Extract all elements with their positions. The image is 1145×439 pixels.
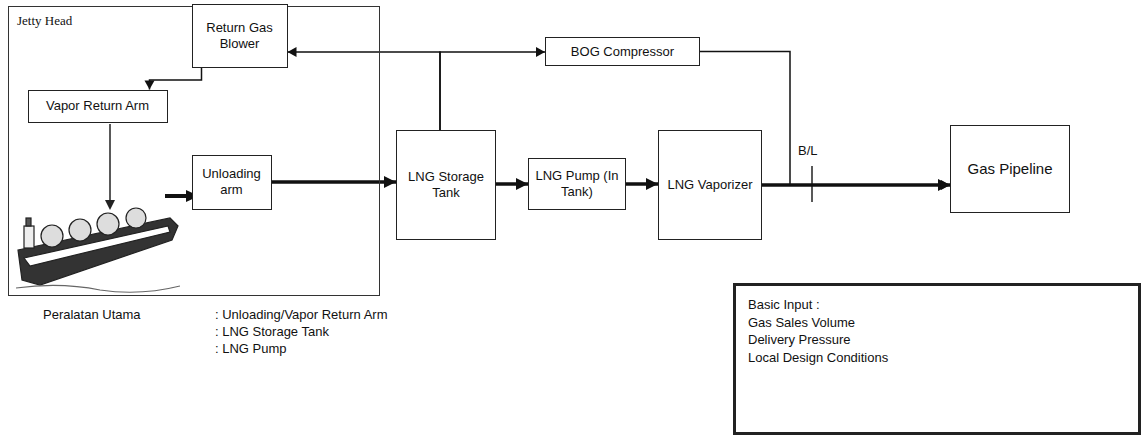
node-title: LNG Storage Tank — [403, 169, 489, 200]
flow-connector — [288, 47, 441, 130]
flow-connector — [272, 176, 397, 188]
process-box: Return Gas Blower — [192, 4, 288, 68]
lng-carrier — [16, 208, 180, 292]
flow-connector — [440, 47, 545, 130]
process-box: LNG Vaporizer — [658, 130, 762, 240]
battery-limit-label: B/L — [798, 143, 818, 158]
node-text: Gas Sales Volume — [748, 314, 855, 332]
connector-line — [288, 52, 441, 130]
node-title: LNG Pump (In Tank) — [535, 168, 619, 199]
jetty-region: Jetty Head Return Gas BlowerVapor Return … — [8, 6, 380, 296]
arrow-head — [536, 47, 545, 57]
flow-connector — [626, 178, 658, 190]
input-box: Basic Input :Gas Sales VolumeDelivery Pr… — [733, 283, 1141, 435]
node-title: Gas Pipeline — [967, 160, 1052, 178]
note-item: : LNG Storage Tank — [215, 324, 329, 339]
arrow-head — [516, 178, 528, 190]
arrow-head — [646, 178, 658, 190]
process-box: Unloading arm — [192, 155, 272, 210]
flow-connector — [145, 68, 202, 90]
storage-box: LNG Storage Tank — [396, 130, 496, 240]
pipeline-box: Gas Pipeline — [950, 125, 1070, 213]
arrow-head — [288, 47, 297, 57]
connector-line — [440, 52, 545, 130]
node-title: LNG Vaporizer — [667, 177, 752, 193]
node-title: Return Gas Blower — [199, 20, 281, 51]
node-title: BOG Compressor — [571, 44, 674, 60]
arrow-head — [145, 81, 155, 90]
node-title: Basic Input : — [748, 296, 820, 314]
arrow-head — [384, 176, 396, 188]
note-heading: Peralatan Utama — [43, 307, 141, 322]
vapor-return-line — [105, 124, 115, 210]
process-box: BOG Compressor — [545, 37, 700, 66]
arrow-head — [941, 180, 950, 190]
process-box: Vapor Return Arm — [28, 90, 168, 123]
node-text: Local Design Conditions — [748, 349, 888, 367]
node-title: Unloading arm — [199, 166, 265, 197]
node-title: Vapor Return Arm — [46, 98, 149, 114]
connector-line — [272, 180, 397, 184]
process-box: LNG Pump (In Tank) — [528, 158, 626, 210]
connector-line — [150, 68, 202, 90]
node-title: Jetty Head — [17, 13, 72, 29]
node-text: Delivery Pressure — [748, 331, 851, 349]
note-item: : Unloading/Vapor Return Arm — [215, 307, 387, 322]
flow-connector — [496, 178, 528, 190]
note-item: : LNG Pump — [215, 341, 287, 356]
